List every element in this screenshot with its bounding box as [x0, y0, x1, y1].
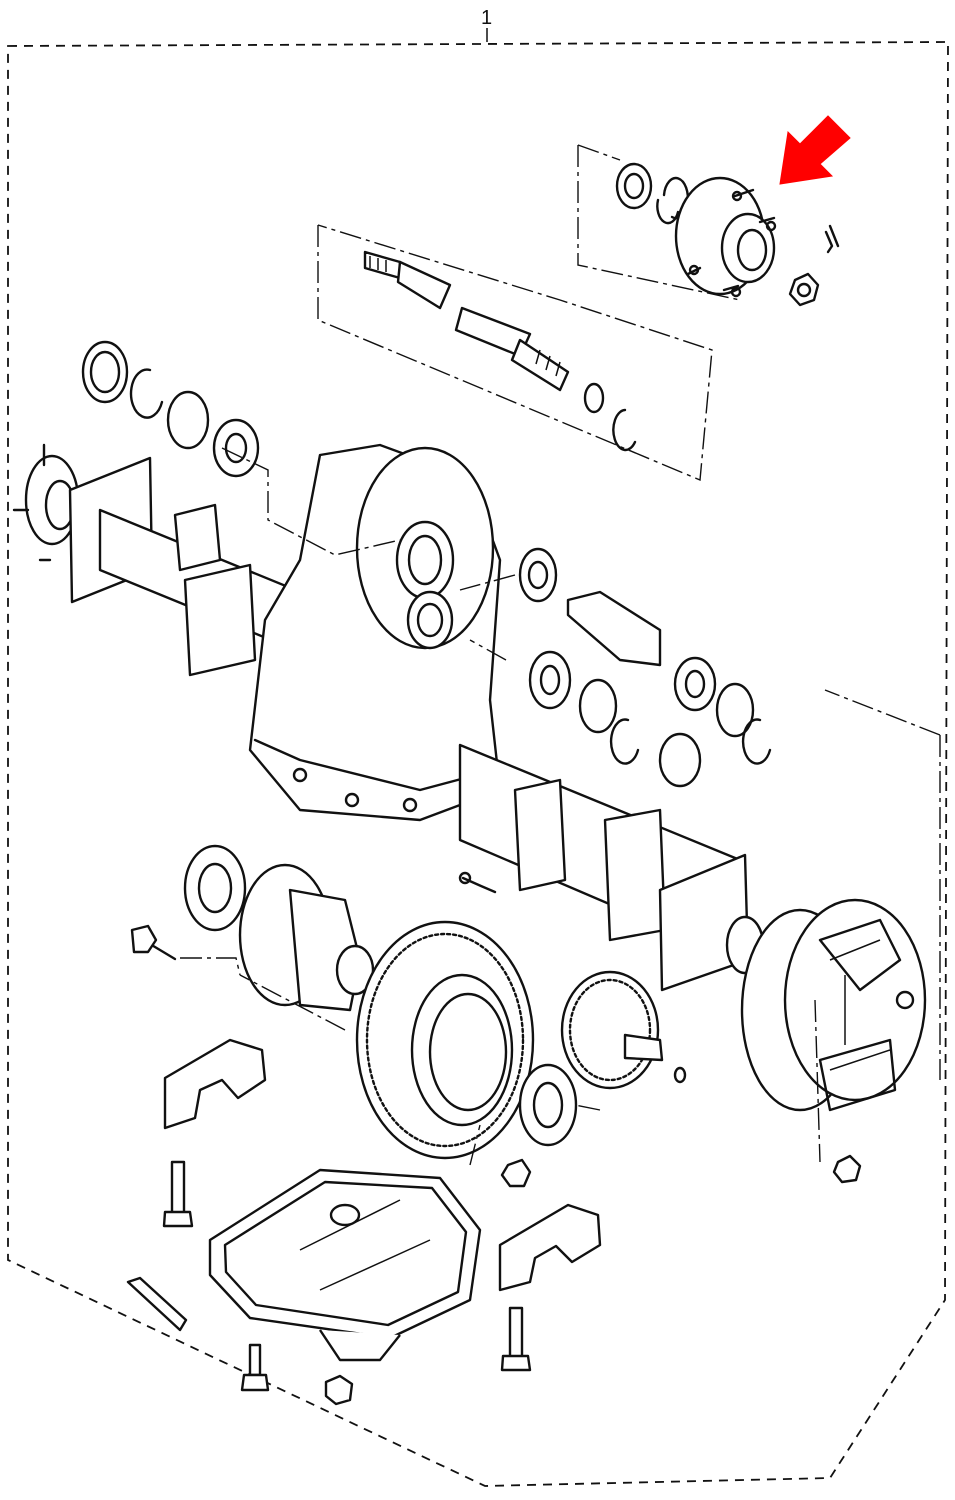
- axle-shaft: [317, 224, 713, 482]
- left-seal-stack: [81, 340, 260, 478]
- bearing-cap-left: [163, 1038, 267, 1130]
- brake-nut: [832, 1154, 862, 1184]
- assembly-boundary: [7, 41, 949, 1487]
- brake-assembly: [740, 898, 927, 1184]
- drain-plug: [324, 1374, 354, 1406]
- cap-bolt-left: [162, 1160, 194, 1228]
- bearing-cap-right: [498, 1203, 602, 1292]
- pinion-nut: [500, 1158, 532, 1188]
- sealant-tube: [126, 1276, 188, 1332]
- wheel-hub: [674, 176, 777, 298]
- highlight-arrow: [779, 115, 851, 185]
- differential-carrier: [130, 844, 375, 1012]
- hub-group: [577, 144, 840, 307]
- hub-circlip: [656, 198, 680, 225]
- hub-bearing: [615, 162, 653, 210]
- hub-group-outline: [577, 144, 741, 301]
- cotter-pin: [824, 224, 840, 254]
- bottom-cover: [208, 1168, 482, 1362]
- differential-housing: [248, 443, 502, 822]
- cover-bolt: [240, 1343, 270, 1392]
- leader-lines: [180, 447, 941, 1166]
- pinion-bearing-stack: [518, 547, 772, 788]
- castle-nut: [788, 272, 820, 307]
- pinion-gear: [518, 970, 687, 1147]
- ring-gear: [355, 920, 535, 1160]
- callout-number-1: 1: [481, 7, 492, 29]
- shaft-group-outline: [317, 224, 713, 482]
- right-axle-tube: [458, 743, 765, 992]
- cap-bolt-right: [500, 1306, 532, 1372]
